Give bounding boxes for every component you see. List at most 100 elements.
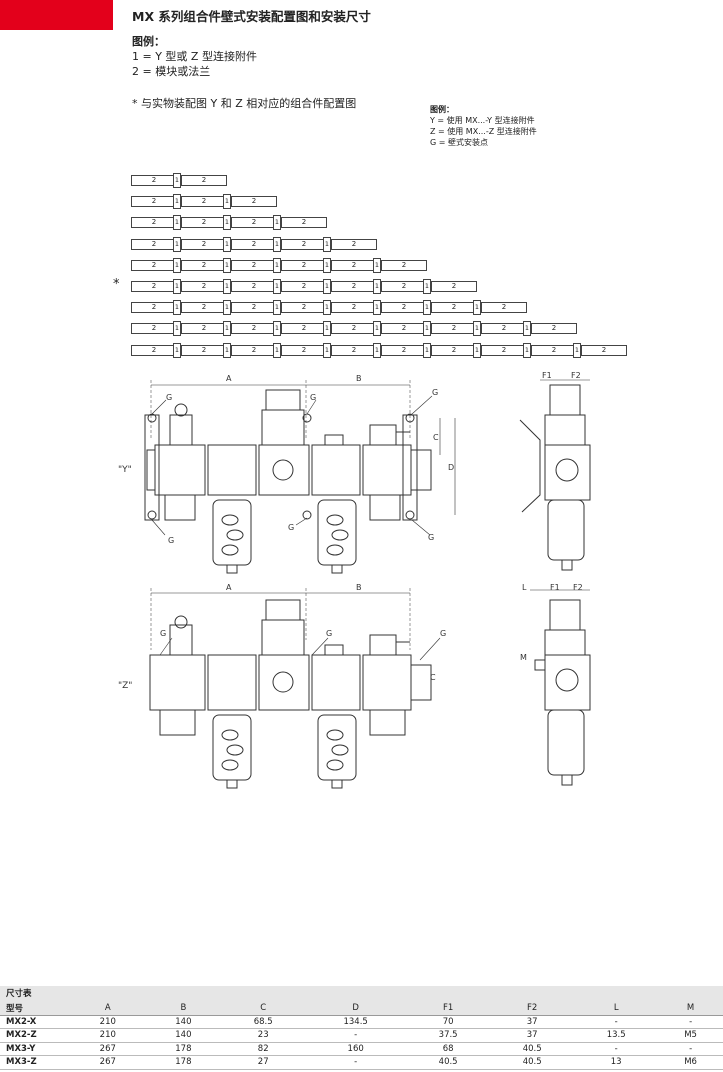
column-header: F1 — [406, 1002, 491, 1016]
table-cell: - — [689, 1043, 693, 1054]
connector-segment: 1 — [223, 257, 231, 273]
configuration-note: * 与实物装配图 Y 和 Z 相对应的组合件配置图 — [132, 97, 357, 110]
table-cell: 40.5 — [522, 1057, 542, 1068]
connector-segment: 1 — [423, 300, 431, 316]
dim-label-g: G — [168, 536, 174, 545]
dim-label-g: G — [428, 533, 434, 542]
view-y-label: "Y" — [118, 465, 132, 475]
column-header: B — [145, 1002, 222, 1016]
assembly-y-front-view — [144, 380, 456, 574]
table-cell: 210 — [99, 1030, 116, 1041]
column-header: D — [305, 1002, 407, 1016]
connector-segment: 1 — [473, 321, 481, 337]
connector-segment: 1 — [173, 173, 181, 188]
connector-segment: 1 — [373, 300, 381, 316]
connector-segment: 1 — [273, 342, 281, 358]
table-cell: - — [614, 1016, 618, 1027]
connector-segment: 1 — [573, 342, 581, 358]
connector-segment: 1 — [373, 257, 381, 273]
connector-segment: 1 — [173, 321, 181, 337]
connector-segment: 1 — [323, 279, 331, 294]
brand-color-bar — [0, 0, 113, 30]
main-legend-heading: 图例： — [132, 35, 165, 48]
table-cell: MX2-Z — [6, 1030, 37, 1041]
module-segment: 2 — [531, 323, 577, 335]
module-segment: 2 — [181, 175, 227, 186]
table-cell: 267 — [99, 1043, 116, 1054]
dim-label-f1: F1 — [550, 583, 560, 592]
connector-segment: 1 — [473, 300, 481, 316]
table-cell: 13 — [610, 1057, 622, 1068]
table-cell: 27 — [257, 1057, 269, 1068]
page-title: MX 系列组合件壁式安装配置图和安装尺寸 — [132, 9, 371, 24]
connector-segment: 1 — [323, 300, 331, 316]
dim-label-g: G — [160, 629, 166, 638]
connector-segment: 1 — [323, 342, 331, 358]
connector-segment: 1 — [373, 342, 381, 358]
main-legend: 图例： 1 = Y 型或 Z 型连接附件 2 = 模块或法兰 — [132, 34, 257, 79]
connector-segment: 1 — [273, 321, 281, 337]
table-caption: 尺寸表 — [0, 986, 723, 1002]
module-segment: 2 — [331, 238, 377, 250]
connector-segment: 1 — [273, 279, 281, 294]
drawing-legend: 图例： Y = 使用 MX...-Y 型连接附件 Z = 使用 MX...-Z … — [430, 104, 537, 148]
column-header: M — [658, 1002, 723, 1016]
marker-asterisk: * — [113, 277, 120, 292]
dim-label-g: G — [166, 393, 172, 402]
module-segment: 2 — [431, 281, 477, 292]
dim-label-c: C — [433, 433, 439, 442]
module-segment: 2 — [581, 344, 627, 356]
dim-label-b: B — [356, 583, 362, 592]
dim-label-f1: F1 — [542, 371, 552, 380]
table-cell: MX2-X — [6, 1016, 37, 1027]
column-header: L — [574, 1002, 659, 1016]
table-cell: 140 — [175, 1016, 192, 1027]
dim-label-m: M — [520, 653, 527, 662]
dim-label-f2: F2 — [571, 371, 581, 380]
table-row: MX3-Y 267 178 82 160 68 40.5 - - — [0, 1042, 723, 1056]
connector-segment: 1 — [223, 279, 231, 294]
dim-label-f2: F2 — [573, 583, 583, 592]
table-cell: 82 — [257, 1043, 269, 1054]
table-cell: - — [614, 1043, 618, 1054]
connector-segment: 1 — [173, 236, 181, 252]
table-cell: 23 — [257, 1030, 269, 1041]
connector-segment: 1 — [173, 342, 181, 358]
drawing-legend-item: Z = 使用 MX...-Z 型连接附件 — [430, 127, 537, 136]
column-header: 型号 — [0, 1002, 70, 1016]
dim-label-d: D — [448, 463, 454, 472]
dim-label-g: G — [326, 629, 332, 638]
connector-segment: 1 — [273, 215, 281, 231]
table-cell: MX3-Y — [6, 1043, 36, 1054]
table-cell: - — [354, 1030, 358, 1041]
dim-label-g: G — [440, 629, 446, 638]
dim-label-a: A — [226, 374, 232, 383]
table-row: MX2-X 210 140 68.5 134.5 70 37 - - — [0, 1015, 723, 1029]
table-cell: 40.5 — [438, 1057, 458, 1068]
table-row: MX3-Z 267 178 27 - 40.5 40.5 13 M6 — [0, 1056, 723, 1069]
table-cell: 178 — [175, 1057, 192, 1068]
table-cell: 70 — [442, 1016, 454, 1027]
module-segment: 2 — [231, 196, 277, 208]
connector-segment: 1 — [273, 257, 281, 273]
connector-segment: 1 — [173, 300, 181, 316]
connector-segment: 1 — [423, 342, 431, 358]
module-segment: 2 — [281, 217, 327, 229]
drawing-legend-item: Y = 使用 MX...-Y 型连接附件 — [430, 116, 535, 125]
column-header: A — [70, 1002, 146, 1016]
assembly-z-side-view — [530, 589, 591, 786]
table-cell: M5 — [684, 1030, 697, 1041]
connector-segment: 1 — [523, 342, 531, 358]
main-legend-item: 1 = Y 型或 Z 型连接附件 — [132, 50, 257, 63]
table-cell: 37 — [526, 1016, 538, 1027]
dim-label-g: G — [288, 523, 294, 532]
connector-segment: 1 — [323, 257, 331, 273]
view-z-label: "Z" — [118, 681, 132, 691]
table-cell: - — [689, 1016, 693, 1027]
connector-segment: 1 — [273, 236, 281, 252]
table-cell: 210 — [99, 1016, 116, 1027]
table-cell: 134.5 — [343, 1016, 368, 1027]
connector-segment: 1 — [223, 321, 231, 337]
connector-segment: 1 — [223, 194, 231, 210]
column-header: F2 — [490, 1002, 575, 1016]
